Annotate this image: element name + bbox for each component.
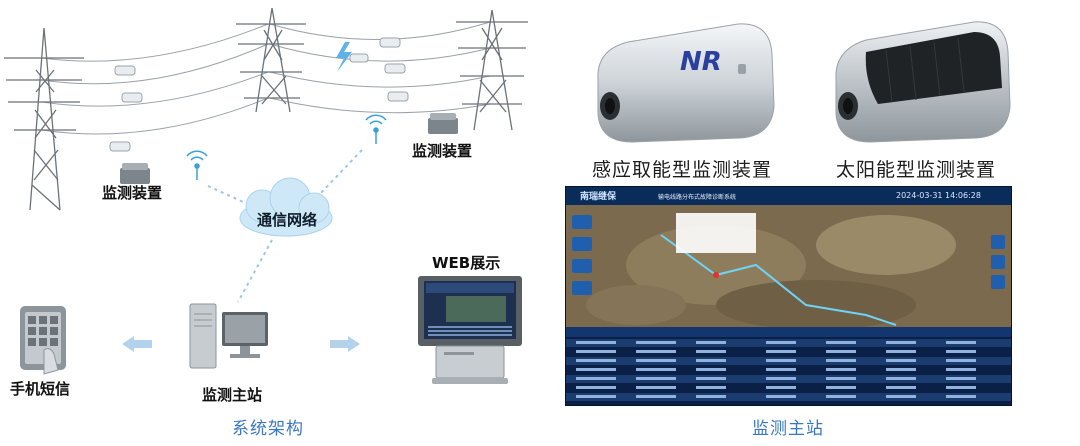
fault-popup xyxy=(676,213,756,253)
dashboard-brand: 南瑞继保 xyxy=(580,192,617,202)
monitor-box-right xyxy=(428,113,458,134)
phone-sms-label: 手机短信 xyxy=(10,380,71,398)
dashboard-system-title: 输电线路分布式故障诊断系统 xyxy=(658,194,737,201)
signal-icon xyxy=(365,114,387,144)
line-sensors xyxy=(109,37,409,152)
lightning-icon xyxy=(336,42,352,72)
arrow-right-icon xyxy=(330,336,360,352)
tower-right xyxy=(456,9,528,131)
server-computer-icon xyxy=(189,303,268,369)
monitor-label-right: 监测装置 xyxy=(412,142,473,160)
web-label: WEB展示 xyxy=(432,254,501,272)
monitor-box-left xyxy=(120,163,150,184)
solar-device-caption: 太阳能型监测装置 xyxy=(836,159,997,181)
system-architecture-caption: 系统架构 xyxy=(232,419,304,439)
cloud-icon xyxy=(239,177,333,237)
tower-middle xyxy=(236,7,306,113)
dashboard-header: 南瑞继保 输电线路分布式故障诊断系统 2024-03-31 14:06:28 xyxy=(566,187,1011,205)
power-lines xyxy=(41,21,491,135)
web-computer-icon xyxy=(418,276,522,384)
dashboard-clock: 2024-03-31 14:06:28 xyxy=(896,191,981,200)
connection-lines xyxy=(207,149,363,303)
system-diagram xyxy=(4,7,528,384)
induction-device-image: NR xyxy=(597,23,775,143)
nr-logo: NR xyxy=(680,47,722,77)
solar-device-image xyxy=(835,21,1011,143)
induction-device-caption: 感应取能型监测装置 xyxy=(592,159,773,181)
tower-left xyxy=(4,27,84,211)
signal-icon xyxy=(186,150,208,180)
tablet-icon xyxy=(20,306,66,375)
dashboard-screenshot: 南瑞继保 输电线路分布式故障诊断系统 2024-03-31 14:06:28 xyxy=(565,186,1012,406)
master-station-label: 监测主站 xyxy=(202,386,263,404)
data-table xyxy=(566,327,1011,405)
arrow-left-icon xyxy=(122,336,152,352)
monitor-label-left: 监测装置 xyxy=(102,184,163,202)
line-route xyxy=(660,234,897,326)
fault-marker xyxy=(713,272,719,278)
master-station-caption: 监测主站 xyxy=(752,419,824,439)
map-view xyxy=(566,205,1011,327)
network-label: 通信网络 xyxy=(257,211,318,229)
